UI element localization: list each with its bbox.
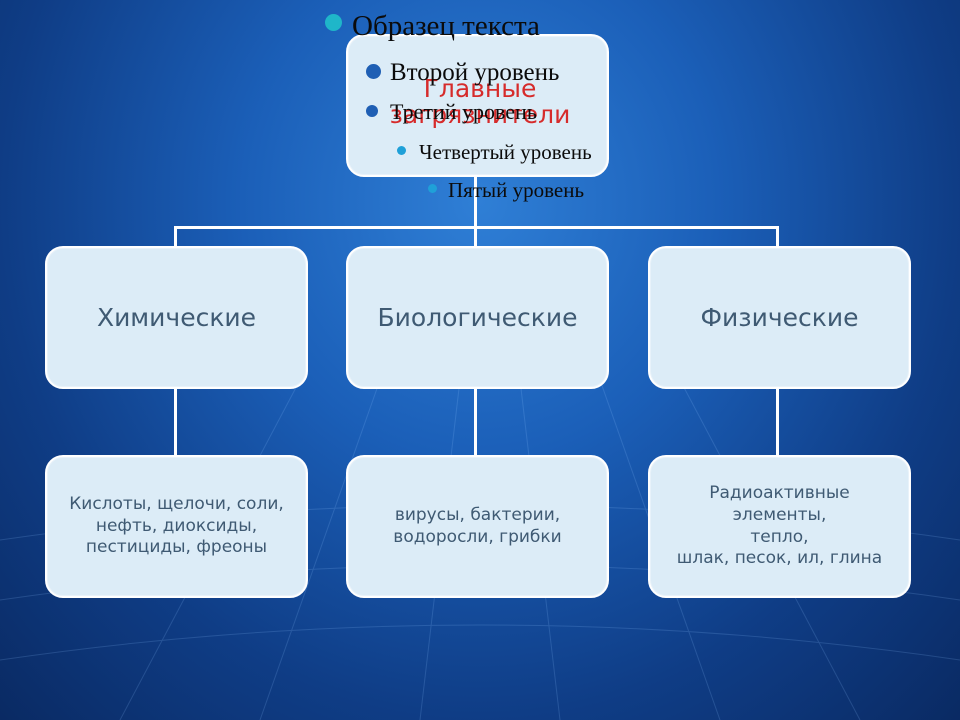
details-biological-text: вирусы, бактерии, водоросли, грибки — [393, 504, 562, 547]
details-chemical-text: Кислоты, щелочи, соли, нефть, диоксиды, … — [69, 493, 284, 558]
category-chemical: Химические — [45, 246, 308, 389]
connector-left-down — [174, 226, 177, 248]
connector-root-down — [474, 173, 477, 229]
root-node — [346, 34, 609, 177]
category-physical: Физические — [648, 246, 911, 389]
connector-center-down — [474, 226, 477, 248]
outline-level-5: Пятый уровень — [448, 178, 585, 202]
category-chemical-label: Химические — [96, 303, 257, 332]
outline-level-3: Третий уровень — [390, 99, 537, 124]
bullet-level1-icon — [325, 14, 342, 31]
outline-level-2: Второй уровень — [390, 59, 560, 86]
bullet-level4-icon — [397, 146, 406, 155]
details-physical-text: Радиоактивные элементы, тепло, шлак, пес… — [676, 483, 883, 569]
outline-level-4: Четвертый уровень — [419, 140, 592, 164]
category-biological: Биологические — [346, 246, 609, 389]
root-title: Главные загрязнители — [389, 74, 571, 130]
details-physical: Радиоактивные элементы, тепло, шлак, пес… — [648, 455, 911, 598]
connector-left-detail — [174, 386, 177, 456]
connector-right-down — [776, 226, 779, 248]
category-physical-label: Физические — [700, 303, 859, 332]
category-biological-label: Биологические — [377, 303, 578, 332]
bullet-level3-icon — [366, 105, 378, 117]
outline-level-1: Образец текста — [352, 10, 540, 42]
bullet-level5-icon — [428, 184, 437, 193]
bullet-level2-icon — [366, 64, 381, 79]
connector-center-detail — [474, 386, 477, 456]
details-biological: вирусы, бактерии, водоросли, грибки — [346, 455, 609, 598]
connector-right-detail — [776, 386, 779, 456]
details-chemical: Кислоты, щелочи, соли, нефть, диоксиды, … — [45, 455, 308, 598]
